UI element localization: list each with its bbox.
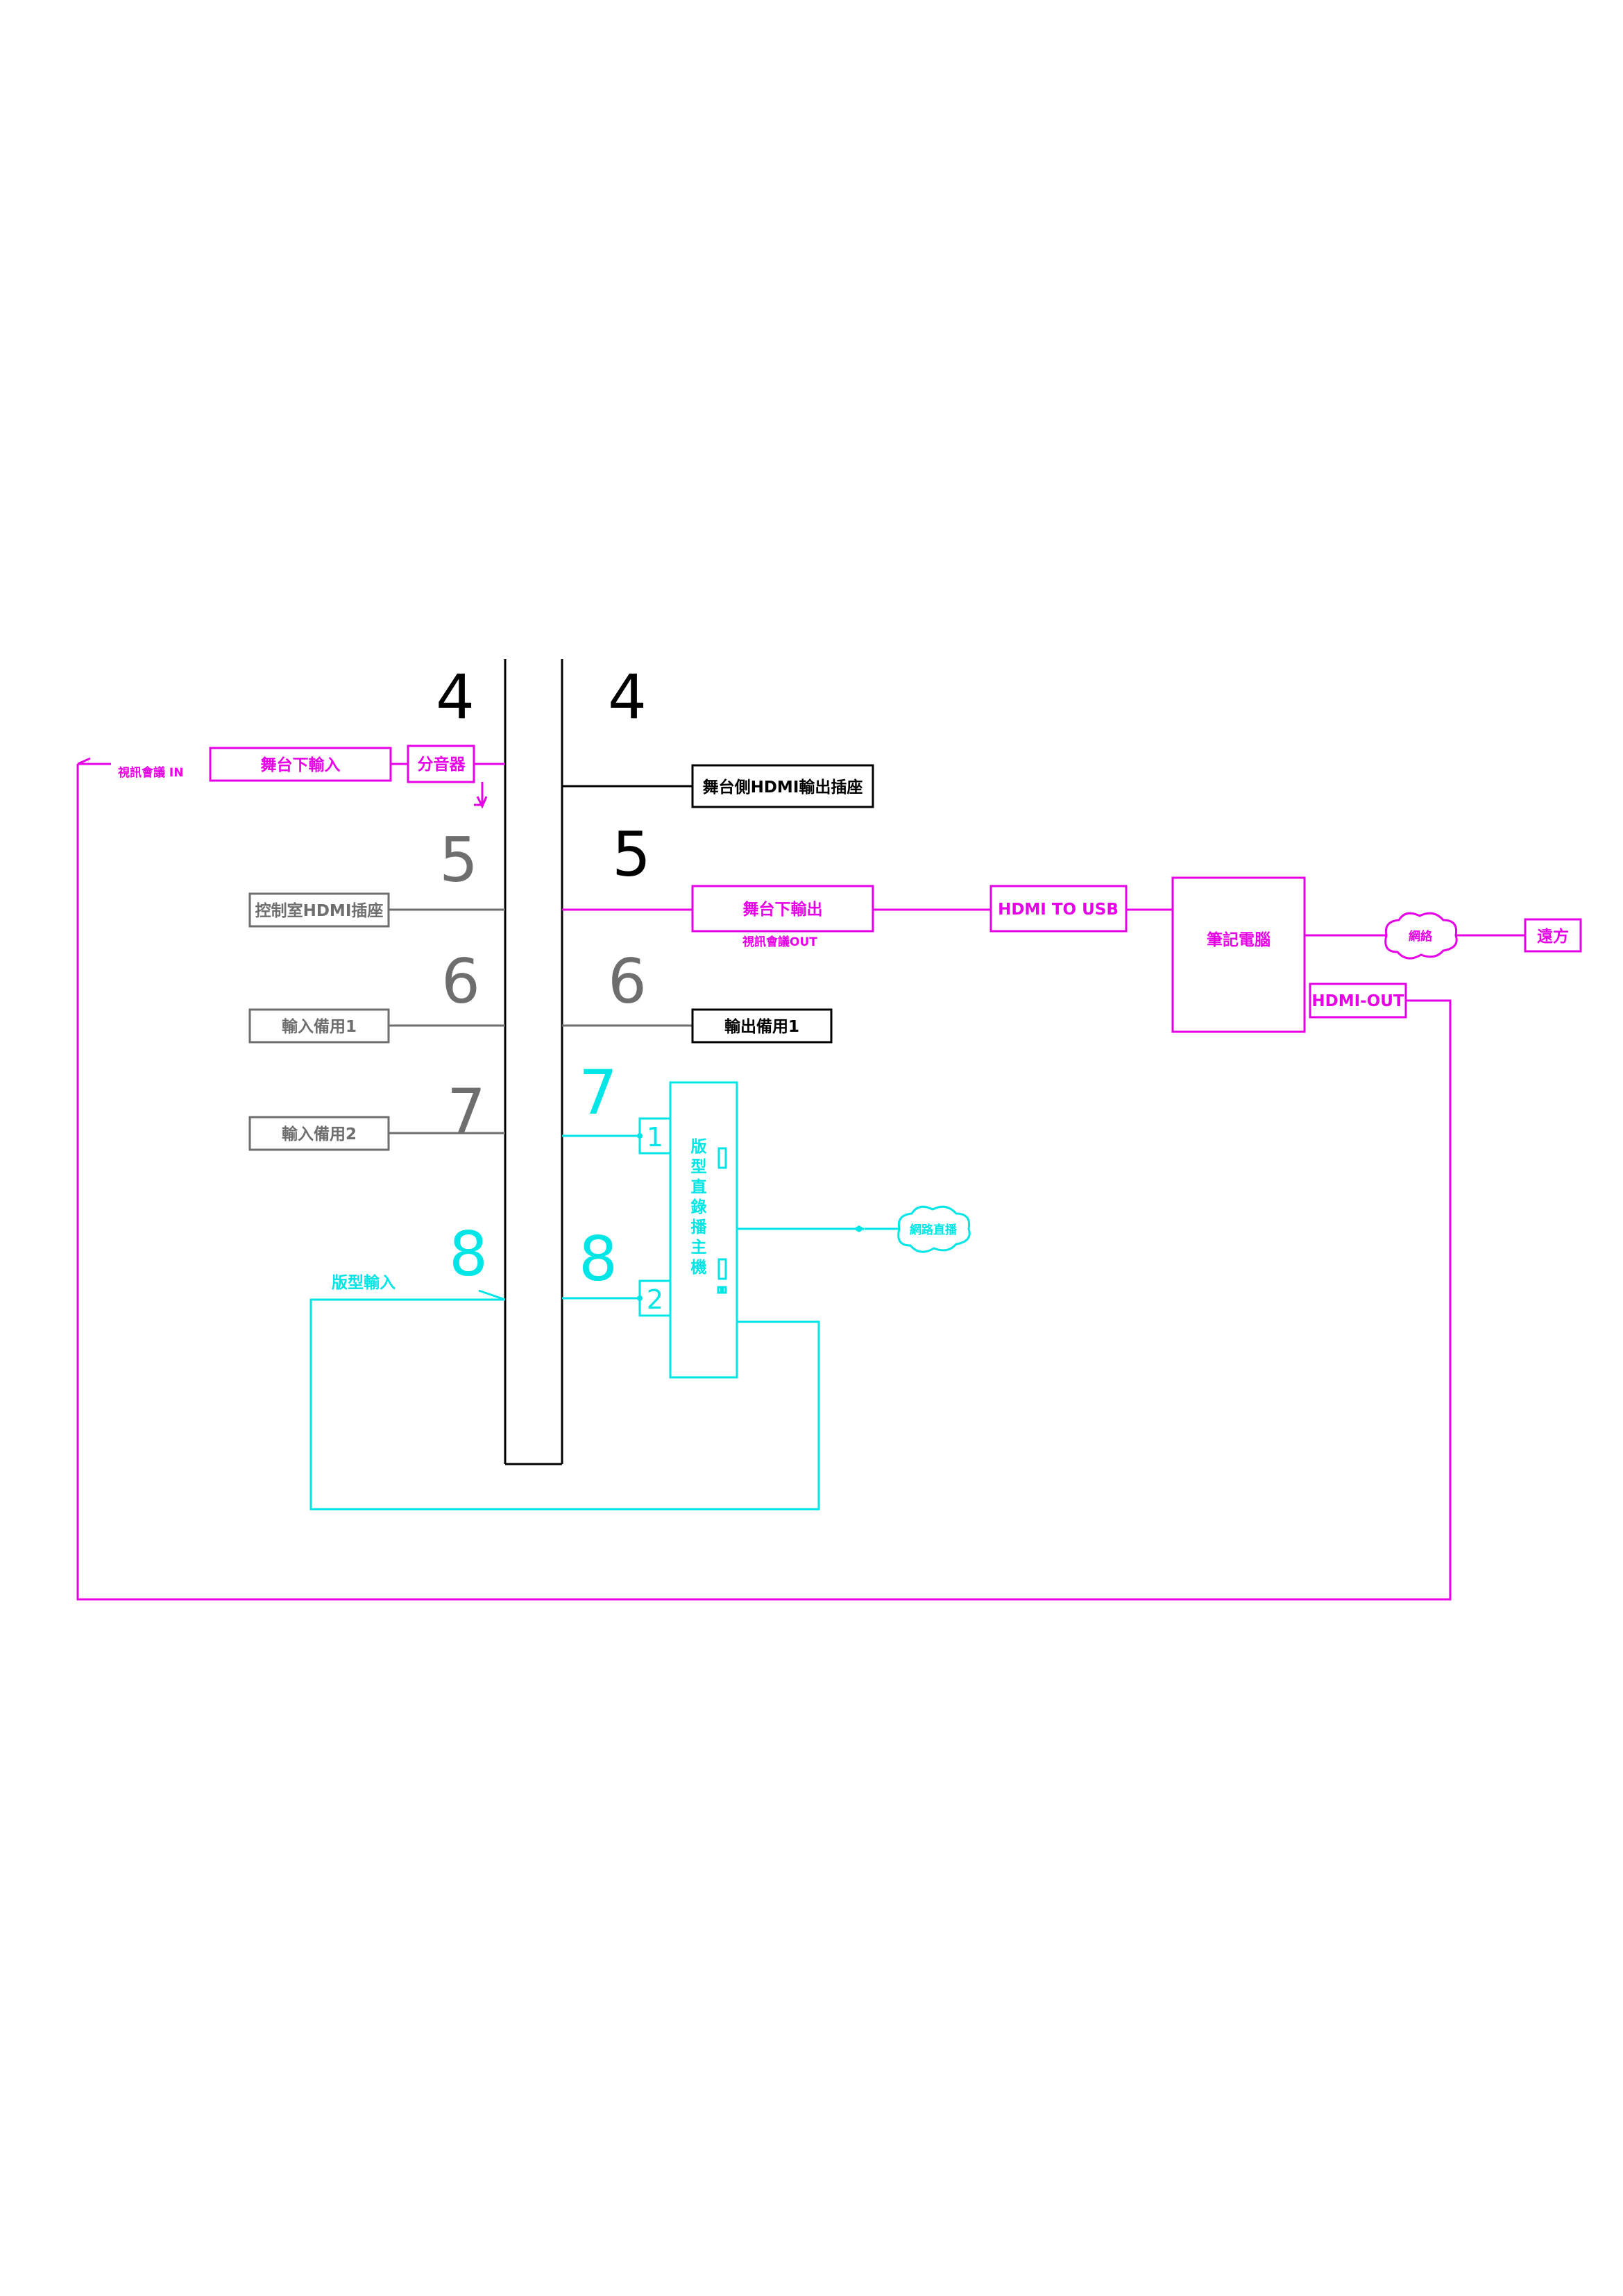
output-spare-1-label: 輸出備用1 (724, 1017, 799, 1036)
stage-output-box: 舞台下輸出 (691, 885, 874, 933)
control-room-hdmi-label: 控制室HDMI插座 (255, 901, 384, 920)
stage-side-hdmi-output-label: 舞台側HDMI輸出插座 (703, 778, 863, 797)
port-number-right-4: 4 (608, 661, 647, 733)
port-2-label: 2 (647, 1284, 663, 1315)
hdmi-out-box: HDMI-OUT (1309, 983, 1407, 1019)
splitter-label: 分音器 (418, 755, 466, 774)
remote-label: 遠方 (1537, 927, 1569, 946)
port-1-label: 1 (647, 1122, 663, 1153)
port-number-left-8: 8 (449, 1218, 488, 1290)
port-number-left-7: 7 (447, 1075, 486, 1147)
video-conference-in-indicator: 視訊會議 IN (77, 757, 183, 780)
input-spare-1-box: 輸入備用1 (248, 1008, 390, 1044)
streaming-host-box: 版型直錄播主機 (669, 1081, 738, 1379)
video-conference-out-label: 視訊會議OUT (742, 935, 817, 949)
patch-panel (504, 659, 563, 1465)
laptop-label: 筆記電腦 (1207, 930, 1271, 949)
hdmi-to-usb-box: HDMI TO USB (989, 885, 1128, 933)
network-label: 網絡 (1409, 929, 1433, 944)
port-number-left-5: 5 (439, 824, 478, 896)
streaming-host-label: 版型直錄播主機 (688, 1137, 707, 1279)
input-spare-2-box: 輸入備用2 (248, 1116, 390, 1151)
port-number-right-5: 5 (612, 819, 651, 890)
live-stream-cloud-icon: 網路直播 (897, 1205, 971, 1253)
port-number-right-8: 8 (579, 1223, 618, 1295)
template-input-label: 版型輸入 (332, 1273, 396, 1292)
remote-box: 遠方 (1524, 918, 1582, 953)
video-conference-in-label: 視訊會議 IN (117, 765, 183, 780)
hdmi-out-return-cable (76, 764, 1452, 1601)
network-cloud-icon: 網絡 (1384, 912, 1458, 960)
input-spare-2-label: 輸入備用2 (282, 1125, 357, 1143)
laptop-box: 筆記電腦 (1171, 876, 1306, 1033)
port-number-left-4: 4 (436, 661, 475, 733)
hdmi-out-label: HDMI-OUT (1311, 992, 1404, 1010)
streaming-host-port-2: 2 (638, 1279, 672, 1317)
stage-side-hdmi-output-box: 舞台側HDMI輸出插座 (691, 764, 874, 808)
template-input-loop-cable (309, 1298, 820, 1511)
control-room-hdmi-box: 控制室HDMI插座 (248, 892, 390, 928)
port-number-right-6: 6 (608, 946, 647, 1017)
stage-output-label: 舞台下輸出 (743, 900, 823, 919)
stage-input-box: 舞台下輸入 (209, 747, 392, 782)
output-spare-1-box: 輸出備用1 (691, 1008, 833, 1044)
input-spare-1-label: 輸入備用1 (282, 1017, 357, 1036)
port-number-right-7: 7 (579, 1057, 618, 1128)
live-stream-label: 網路直播 (910, 1223, 958, 1237)
stage-input-label: 舞台下輸入 (261, 756, 341, 774)
streaming-host-port-1: 1 (638, 1117, 672, 1155)
port-number-left-6: 6 (441, 946, 480, 1017)
splitter-box: 分音器 (407, 745, 475, 783)
hdmi-to-usb-label: HDMI TO USB (998, 901, 1119, 919)
